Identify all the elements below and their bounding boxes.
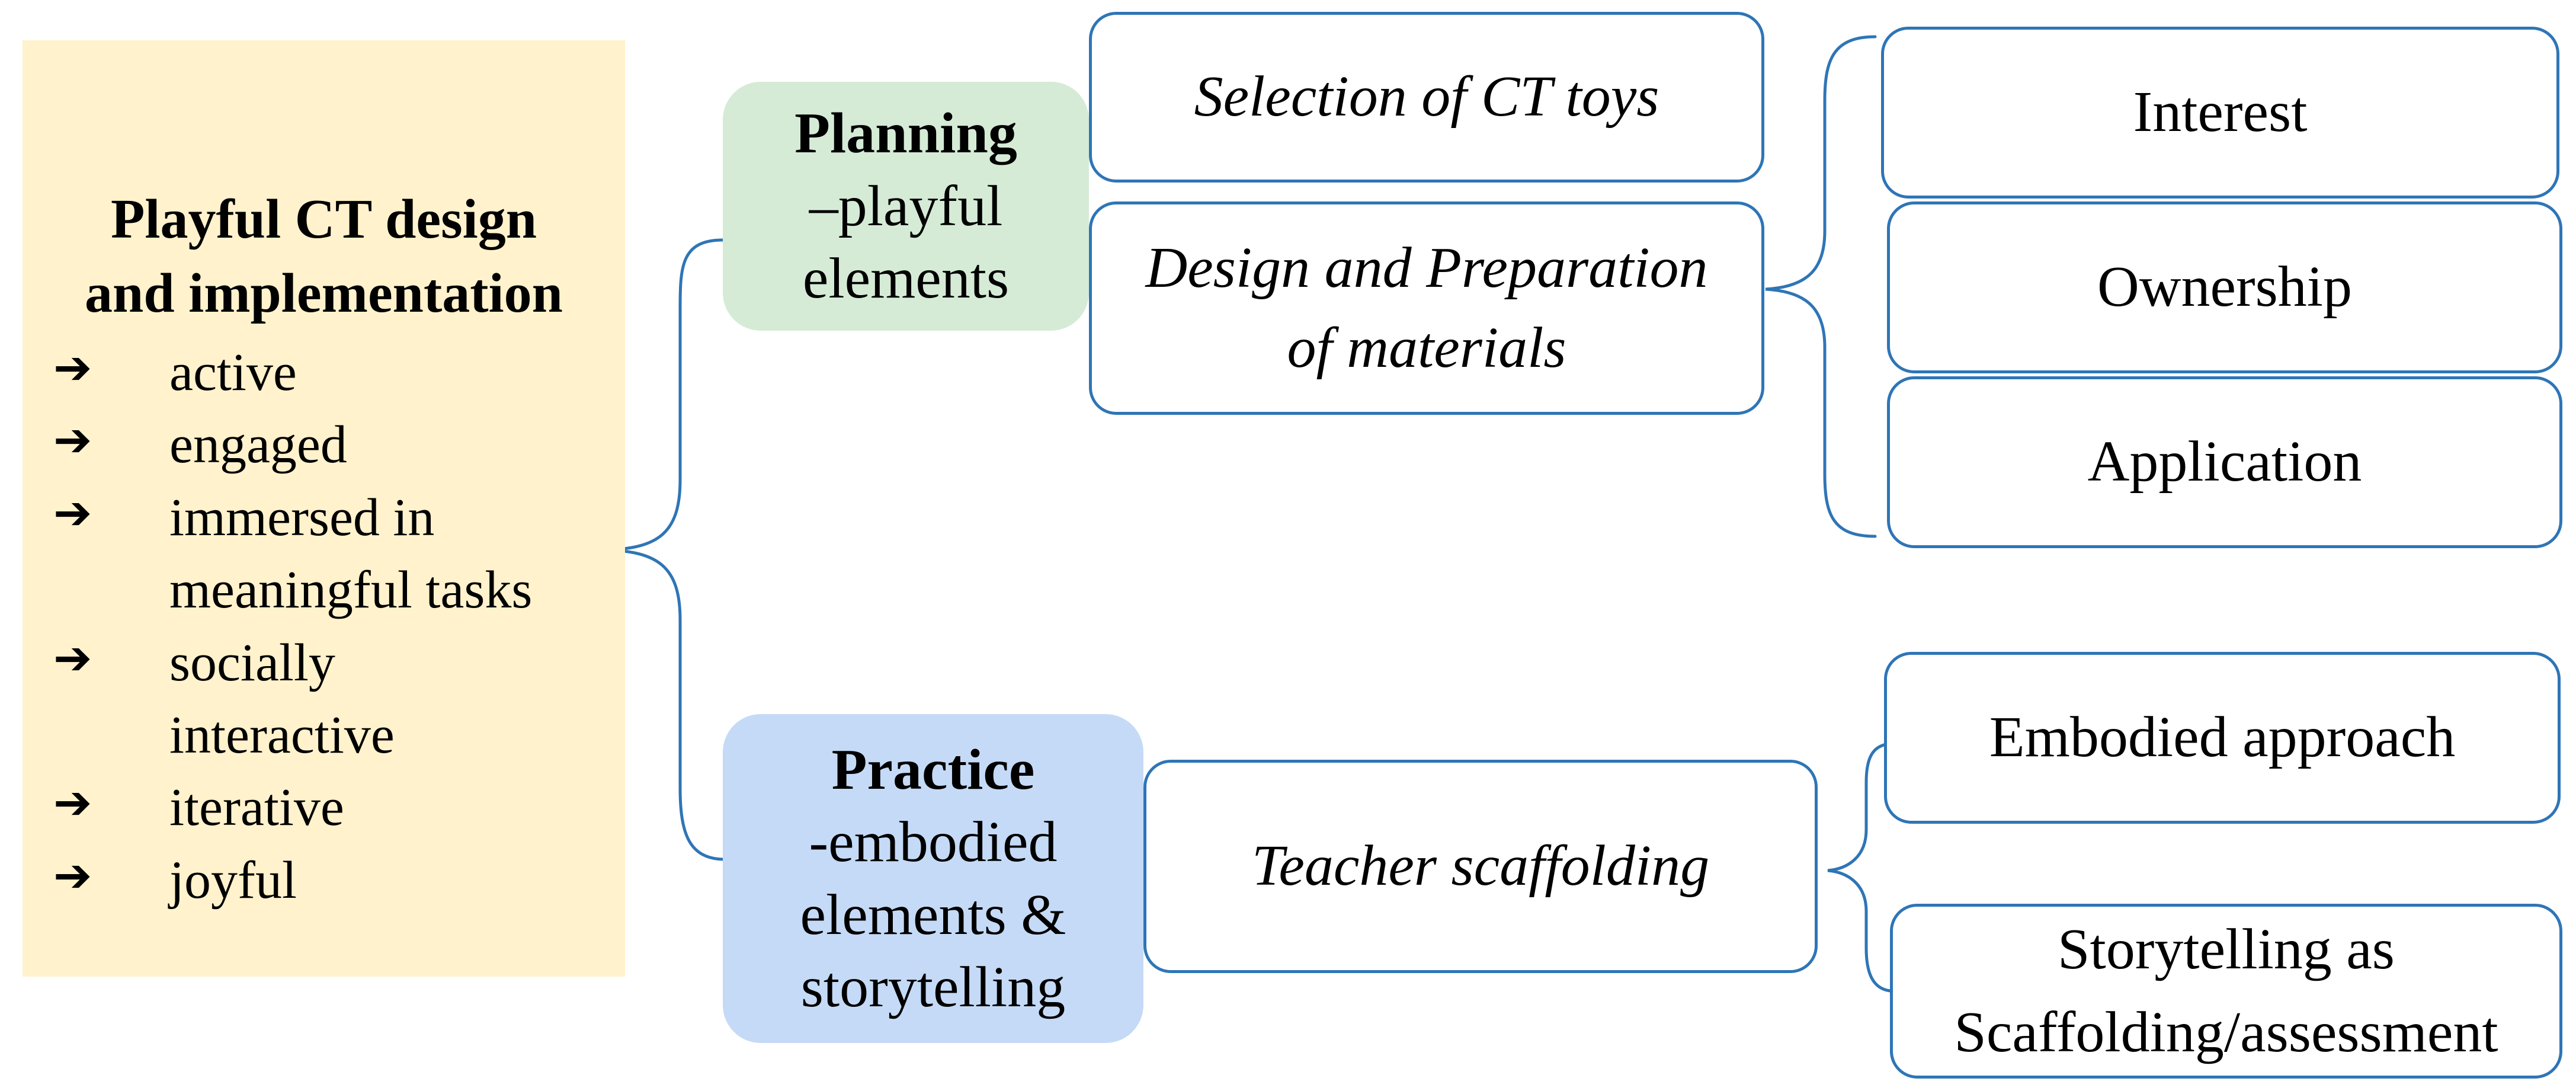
summary-item-immersed: ➔ immersed in meaningful tasks bbox=[23, 482, 625, 627]
arrow-right-icon: ➔ bbox=[53, 486, 92, 540]
design-preparation-box: Design and Preparation of materials bbox=[1089, 201, 1764, 415]
application-box: Application bbox=[1887, 376, 2562, 548]
planning-title: Planning bbox=[794, 101, 1017, 166]
summary-item-joyful: ➔ joyful bbox=[23, 844, 625, 917]
arrow-right-icon: ➔ bbox=[53, 776, 92, 830]
interest-box: Interest bbox=[1881, 27, 2559, 199]
arrow-right-icon: ➔ bbox=[53, 414, 92, 468]
selection-of-ct-toys-box: Selection of CT toys bbox=[1089, 12, 1764, 183]
arrow-right-icon: ➔ bbox=[53, 849, 92, 903]
brace-design-to-outcomes bbox=[1765, 35, 1877, 538]
practice-title: Practice bbox=[831, 737, 1035, 802]
ownership-box: Ownership bbox=[1887, 201, 2562, 373]
planning-box: Planning –playful elements bbox=[723, 82, 1089, 331]
embodied-approach-box: Embodied approach bbox=[1884, 652, 2561, 824]
summary-box: Playful CT design and implementation ➔ a… bbox=[23, 40, 625, 977]
summary-item-active: ➔ active bbox=[23, 337, 625, 409]
teacher-scaffolding-box: Teacher scaffolding bbox=[1143, 760, 1818, 973]
arrow-right-icon: ➔ bbox=[53, 631, 92, 685]
summary-item-iterative: ➔ iterative bbox=[23, 772, 625, 844]
brace-scaffolding-to-outcomes bbox=[1827, 742, 1892, 993]
practice-box: Practice -embodied elements & storytelli… bbox=[723, 714, 1143, 1043]
summary-item-engaged: ➔ engaged bbox=[23, 409, 625, 481]
summary-title: Playful CT design and implementation bbox=[85, 188, 563, 325]
summary-list: ➔ active ➔ engaged ➔ immersed in meaning… bbox=[23, 337, 625, 917]
storytelling-box: Storytelling as Scaffolding/assessment bbox=[1890, 904, 2562, 1079]
summary-item-socially-interactive: ➔ socially interactive bbox=[23, 627, 625, 772]
arrow-right-icon: ➔ bbox=[53, 341, 92, 395]
